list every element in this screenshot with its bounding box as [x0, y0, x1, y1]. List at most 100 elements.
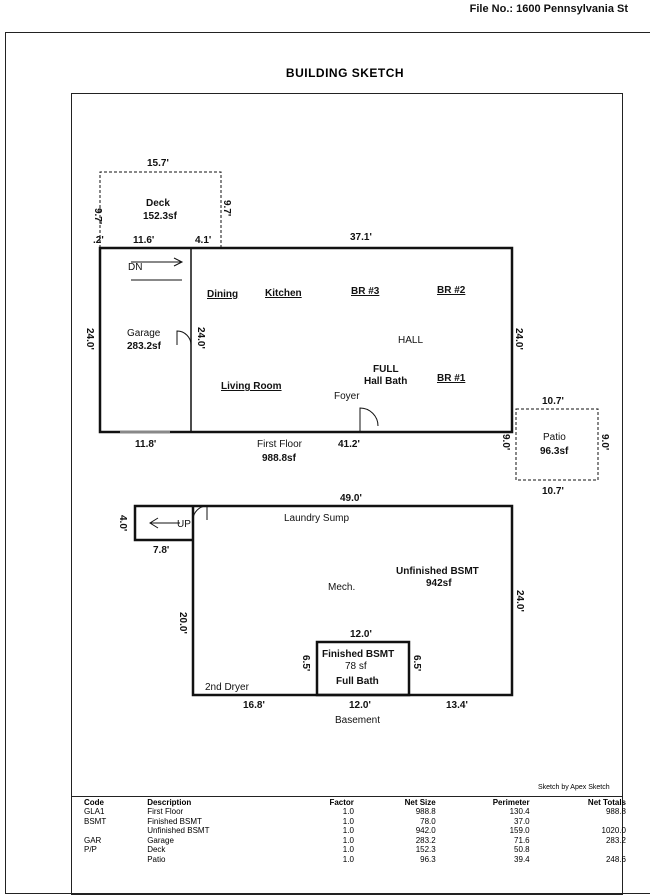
table-cell: BSMT [84, 816, 107, 826]
dimension: 24.0' [513, 328, 524, 350]
dimension: 10.7' [542, 486, 564, 497]
table-cell: 1.0 [342, 826, 354, 835]
dimension: 49.0' [340, 493, 362, 504]
table-cell: 1.0 [342, 807, 354, 816]
dimension: 9.7' [221, 200, 232, 216]
area-label: 78 sf [345, 661, 367, 672]
dimension: 24.0' [195, 327, 206, 349]
room-label: Laundry Sump [284, 513, 349, 524]
room-label: BR #1 [437, 373, 466, 384]
dimension: 4.0' [117, 515, 128, 531]
room-label: HALL [398, 335, 423, 346]
dimension: 11.6' [133, 235, 154, 246]
table-cell [534, 817, 630, 827]
stairs-label: DN [128, 262, 142, 273]
page-title: BUILDING SKETCH [285, 66, 405, 80]
stairs-dn-arrow [131, 257, 184, 281]
dimension: 12.0' [350, 629, 372, 640]
floor-label: Basement [335, 715, 380, 726]
dimension: 37.1' [350, 232, 372, 243]
table-cell: 283.2 [415, 835, 436, 845]
table-cell [534, 845, 630, 855]
table-cell: 1.0 [342, 854, 354, 864]
patio-outline [515, 408, 599, 481]
dimension: 4.1' [195, 235, 211, 246]
table-cell: First Floor [147, 807, 184, 816]
dimension: 24.0' [84, 328, 95, 350]
area-label: 942sf [426, 578, 452, 589]
table-cell: P/P [84, 845, 97, 854]
dimension: 12.0' [349, 700, 371, 711]
room-label: Full Bath [336, 676, 379, 687]
room-label: Dining [207, 289, 238, 300]
col-net-size: Net Size [404, 798, 436, 807]
dimension: 20.0' [177, 612, 188, 634]
col-description: Description [147, 798, 192, 807]
room-label: Mech. [328, 582, 355, 593]
area-label: 96.3sf [540, 446, 569, 457]
room-label: BR #3 [351, 286, 380, 297]
table-cell: GAR [84, 835, 102, 845]
room-label: Unfinished BSMT [396, 566, 479, 577]
room-label: Living Room [221, 381, 282, 392]
table-cell [80, 855, 143, 865]
room-label: Finished BSMT [322, 649, 394, 660]
room-label: Kitchen [265, 288, 302, 299]
col-perimeter: Perimeter [492, 798, 530, 807]
dimension: 7.8' [153, 545, 169, 556]
table-cell: Deck [147, 845, 166, 854]
floor-label: First Floor [257, 439, 303, 450]
dimension: 6.5' [411, 655, 422, 671]
deck-outline [99, 171, 222, 248]
table-cell: 71.6 [514, 835, 530, 845]
area-label: 988.8sf [262, 453, 297, 464]
col-factor: Factor [329, 798, 354, 807]
table-cell: GLA1 [84, 807, 105, 816]
dimension: 9.0' [500, 434, 511, 450]
room-label: Hall Bath [364, 376, 407, 387]
room-label: Garage [127, 328, 161, 339]
table-cell: 96.3 [420, 854, 436, 864]
table-cell [80, 826, 143, 836]
table-cell: Patio [147, 854, 166, 864]
finished-bsmt-outline [315, 640, 411, 697]
table-cell: Unfinished BSMT [147, 826, 210, 835]
table-cell: 1.0 [342, 816, 354, 826]
room-label: BR #2 [437, 285, 466, 296]
door-icon [359, 407, 379, 432]
dimension: 24.0' [514, 590, 525, 612]
dimension: 6.5' [300, 655, 311, 671]
room-label: Foyer [334, 391, 360, 402]
first-floor-outline [98, 246, 514, 434]
dimension: 13.4' [446, 700, 468, 711]
col-net-totals: Net Totals [587, 798, 626, 807]
table-cell: 1020.0 [601, 826, 626, 835]
room-label: Deck [146, 198, 170, 209]
table-cell: 1.0 [342, 835, 354, 845]
col-code: Code [84, 798, 104, 807]
dimension: 15.7' [147, 158, 169, 169]
table-cell: 248.6 [605, 854, 626, 864]
dimension: 16.8' [243, 700, 265, 711]
table-header: Code Description Factor Net Size Perimet… [80, 798, 630, 807]
door-icon [192, 505, 208, 521]
area-table: Code Description Factor Net Size Perimet… [80, 798, 630, 864]
divider [71, 796, 622, 797]
table-cell: 159.0 [509, 826, 530, 835]
table-cell: Finished BSMT [147, 816, 202, 826]
table-cell: 988.8 [415, 807, 436, 816]
dimension: 10.7' [542, 396, 564, 407]
table-cell: 283.2 [605, 835, 626, 845]
basement-outline [133, 504, 514, 697]
dimension: 11.8' [135, 439, 156, 450]
sketch-credit: Sketch by Apex Sketch [538, 784, 610, 791]
room-label: FULL [373, 364, 399, 375]
table-cell: 78.0 [420, 816, 436, 826]
door-icon [176, 330, 192, 346]
